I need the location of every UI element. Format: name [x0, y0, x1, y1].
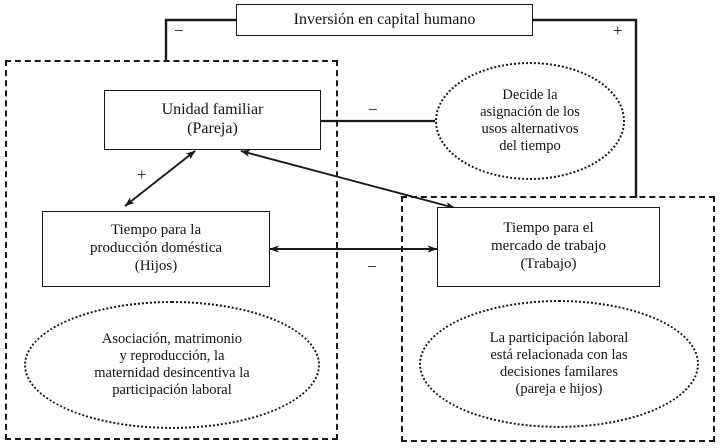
node-decide-asignacion[interactable]: Decide la asignación de los usos alterna… [435, 62, 625, 180]
node-tiempo-mercado-trabajo[interactable]: Tiempo para el mercado de trabajo (Traba… [437, 207, 660, 287]
node-participacion-laboral[interactable]: La participación laboral está relacionad… [419, 300, 699, 428]
node-inversion-en-capital-humano[interactable]: Inversión en capital humano [236, 4, 533, 36]
sign-minus-unidad-decide: − [368, 100, 378, 119]
connector-inversion-to-mercado [533, 18, 638, 198]
node-asociacion-matrimonio[interactable]: Asociación, matrimonio y reproducción, l… [24, 301, 320, 429]
sign-minus-domestica-mercado: − [367, 257, 377, 276]
connector-inversion-to-unidad [164, 18, 236, 62]
group-box-right [401, 196, 715, 442]
sign-plus-inversion-mercado: + [613, 21, 623, 40]
connector-unidad-mercado-double-arrow [240, 149, 456, 210]
connector-unidad-domestica-double-arrow [124, 150, 196, 207]
sign-minus-inversion-unidad: − [174, 21, 184, 40]
node-tiempo-produccion-domestica[interactable]: Tiempo para la producción doméstica (Hij… [42, 211, 270, 287]
node-unidad-familiar[interactable]: Unidad familiar (Pareja) [104, 90, 321, 150]
sign-plus-unidad-domestica: + [137, 165, 147, 184]
